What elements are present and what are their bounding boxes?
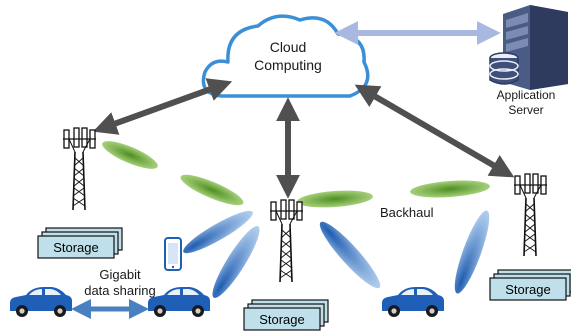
left-tower-icon — [62, 127, 97, 211]
wireless-beams — [183, 210, 490, 298]
data-sharing-line2: data sharing — [84, 283, 156, 298]
phone-icon — [164, 237, 182, 271]
server-label-line1: Application — [496, 88, 556, 102]
cloud-label-line2: Computing — [254, 57, 322, 73]
right-tower-icon — [513, 173, 548, 257]
application-server-label: Application Server — [483, 88, 569, 118]
data-sharing-label: Gigabit data sharing — [70, 267, 170, 299]
car-right-icon — [382, 287, 444, 317]
storage-center-label: Storage — [259, 312, 305, 327]
data-sharing-line1: Gigabit — [99, 267, 141, 282]
center-tower-icon — [269, 199, 304, 283]
storage-left-label: Storage — [53, 240, 99, 255]
application-server-icon — [489, 5, 568, 90]
storage-center: Storage — [243, 299, 329, 331]
cloud-label-line1: Cloud — [269, 39, 307, 55]
backhaul-links — [102, 141, 490, 208]
storage-right: Storage — [489, 269, 571, 301]
backhaul-label: Backhaul — [380, 205, 434, 220]
cloud-left-tower-arrow — [92, 78, 233, 135]
cloud-icon — [201, 14, 370, 98]
server-label-line2: Server — [508, 103, 544, 117]
storage-left: Storage — [37, 227, 123, 259]
storage-right-label: Storage — [505, 282, 551, 297]
car-left-icon — [10, 287, 72, 317]
cloud-label: Cloud Computing — [238, 38, 338, 74]
cloud-right-tower-arrow — [354, 84, 515, 178]
